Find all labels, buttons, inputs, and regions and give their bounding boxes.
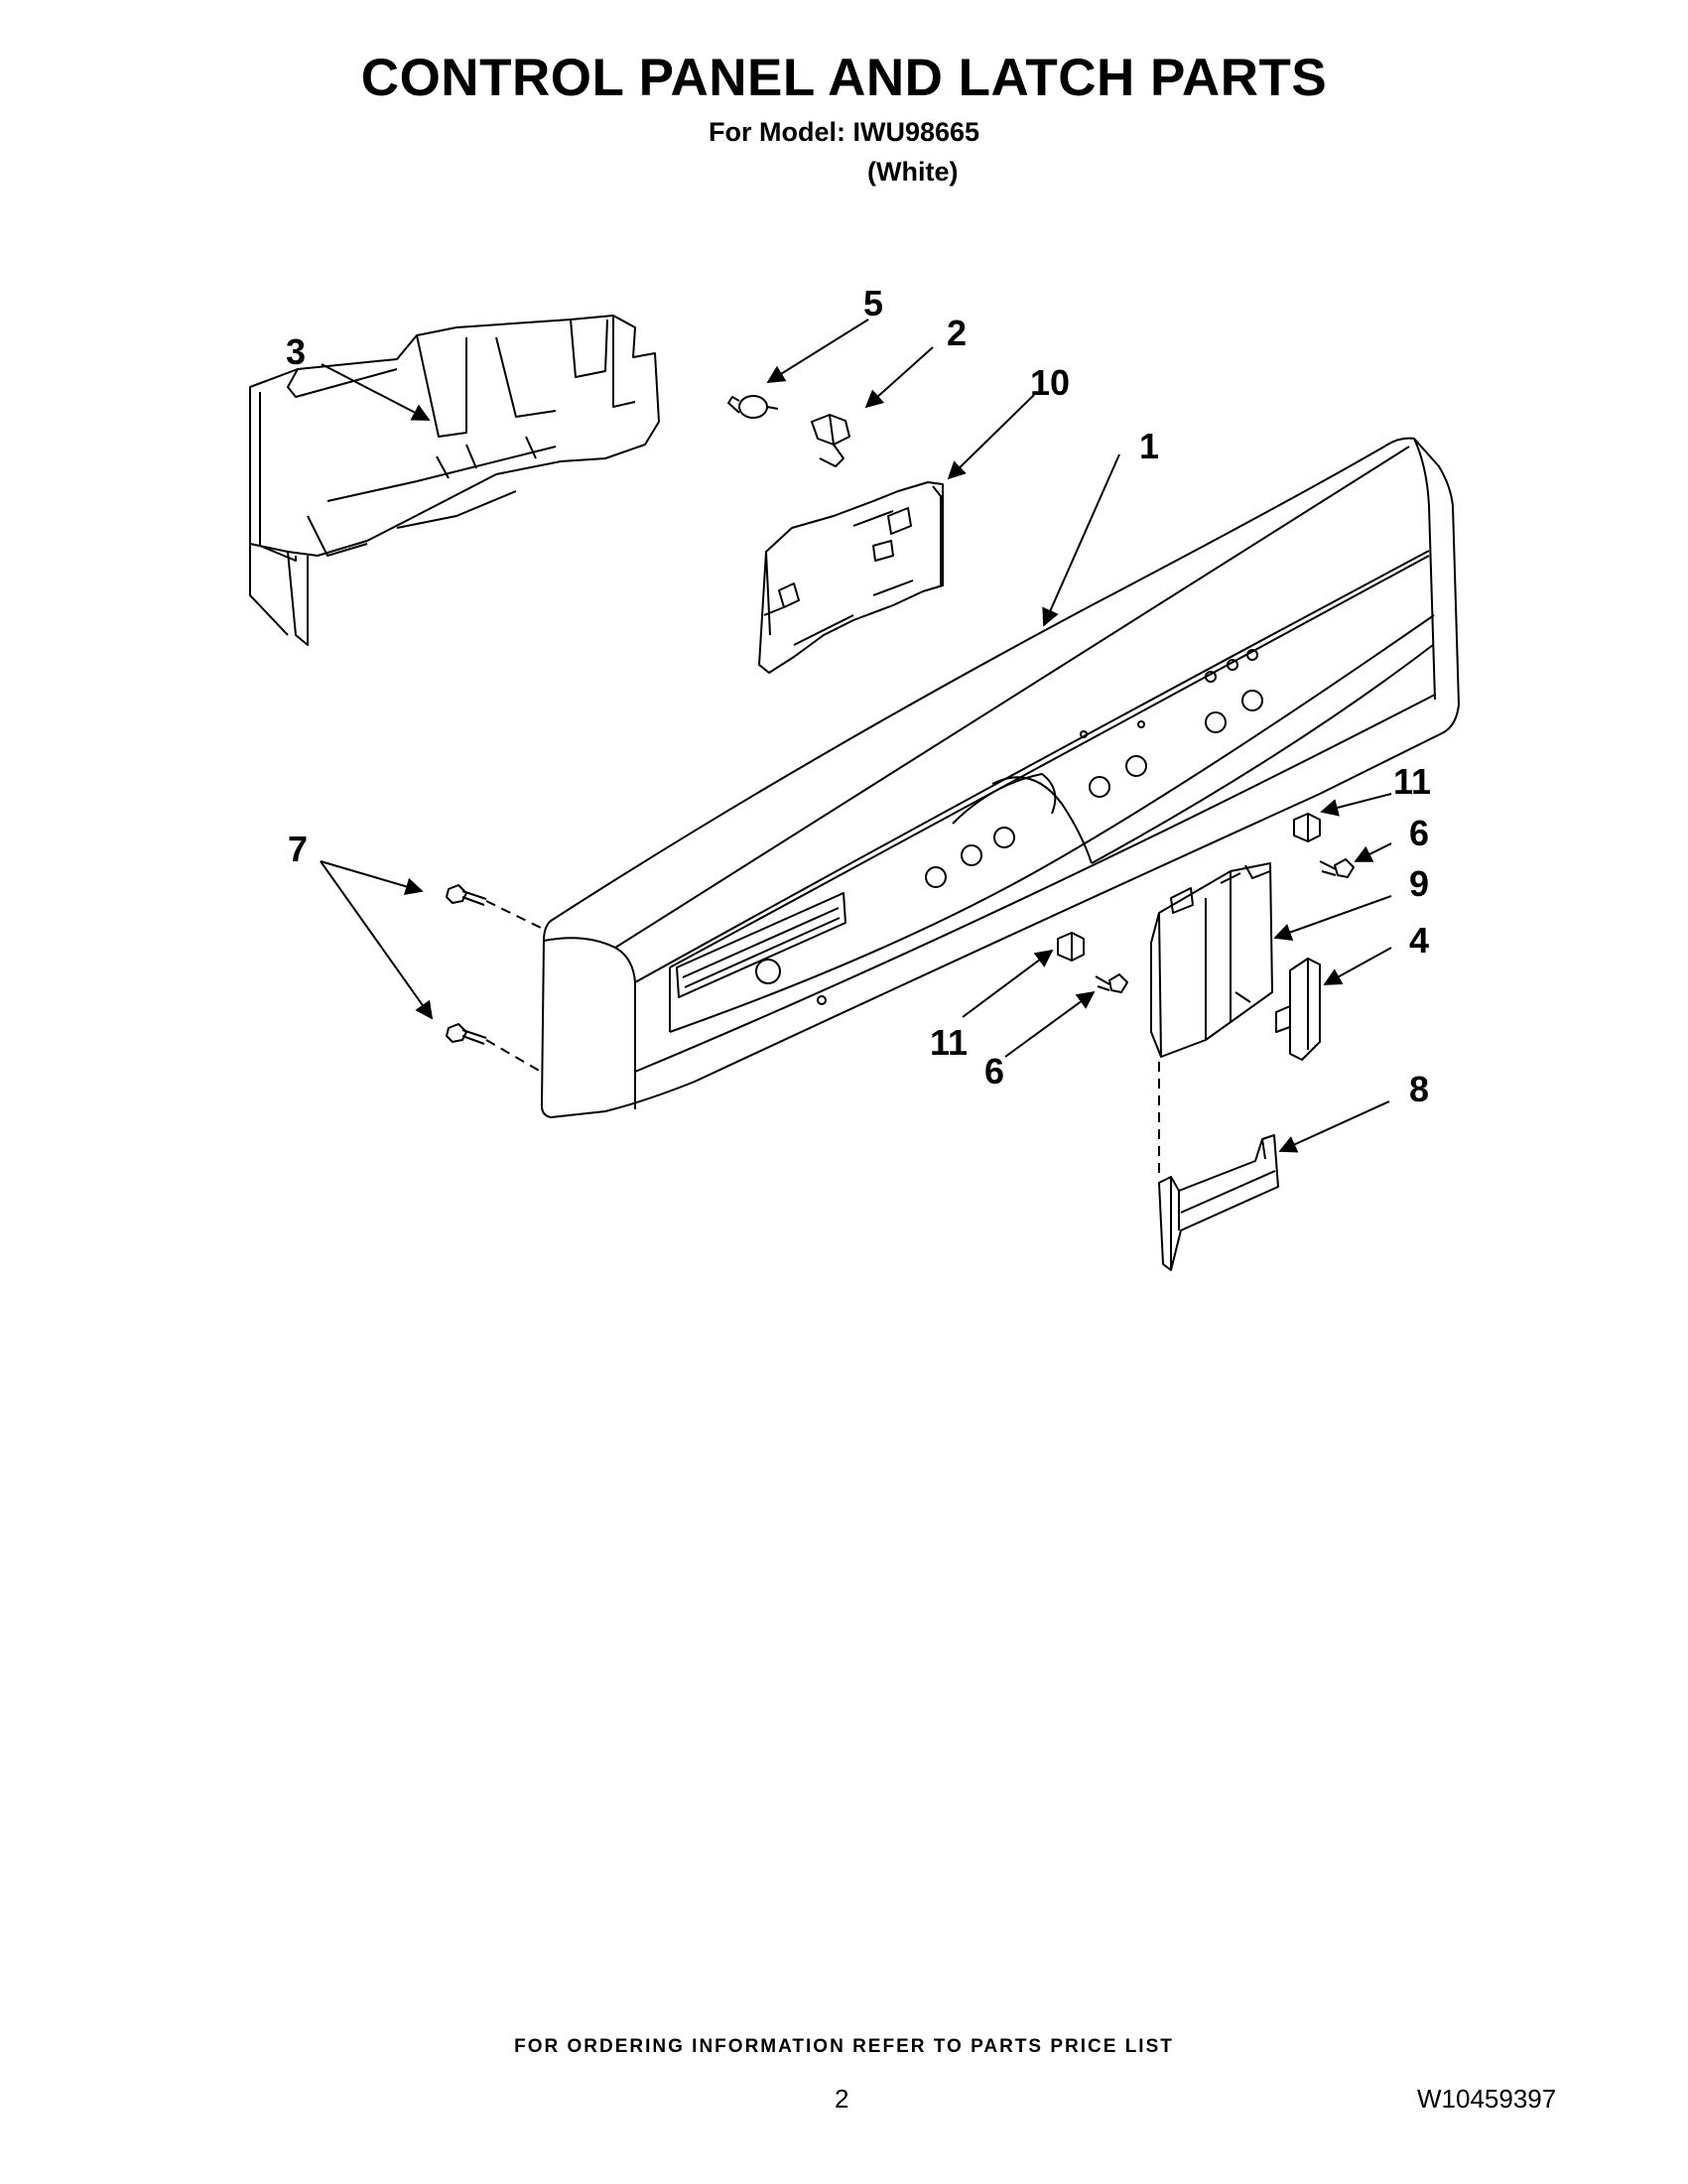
callout-6-screw-lower: 6 bbox=[984, 1051, 1004, 1092]
latch-handle-part bbox=[1158, 1134, 1279, 1271]
switch-holder-part bbox=[811, 414, 850, 467]
control-board-part bbox=[758, 481, 944, 674]
callout-7-screws: 7 bbox=[288, 829, 308, 869]
left-screws-part bbox=[446, 884, 487, 1045]
latch-assembly-part bbox=[1150, 862, 1273, 1058]
clip-upper-part bbox=[1293, 813, 1321, 842]
callout-2-switch-holder: 2 bbox=[947, 313, 967, 353]
clip-lower-part bbox=[1057, 932, 1085, 962]
leader-arrows bbox=[320, 319, 1392, 1153]
screw-lower-part bbox=[1095, 973, 1128, 993]
panel-bracket-part bbox=[249, 315, 660, 646]
screw-guide-lines bbox=[485, 900, 1160, 1176]
callout-9-latch-assembly: 9 bbox=[1409, 863, 1429, 904]
callout-4-latch-keeper: 4 bbox=[1409, 920, 1429, 961]
page-number: 2 bbox=[835, 2084, 849, 2114]
screw-upper-part bbox=[1319, 858, 1355, 878]
page-title: CONTROL PANEL AND LATCH PARTS bbox=[360, 49, 1328, 107]
callout-8-latch-handle: 8 bbox=[1409, 1069, 1429, 1109]
latch-keeper-part bbox=[1275, 958, 1321, 1061]
document-number: W10459397 bbox=[1417, 2084, 1557, 2114]
callout-11-clip-upper: 11 bbox=[1393, 761, 1431, 802]
model-line: For Model: IWU98665 bbox=[709, 117, 980, 147]
control-panel-part bbox=[540, 437, 1460, 1118]
thermostat-part bbox=[727, 395, 779, 419]
callout-3-panel-bracket: 3 bbox=[286, 331, 306, 372]
callout-5-thermostat: 5 bbox=[863, 283, 883, 323]
callout-11-clip-lower: 11 bbox=[930, 1022, 968, 1063]
ordering-note: FOR ORDERING INFORMATION REFER TO PARTS … bbox=[514, 2036, 1174, 2057]
callout-6-screw-upper: 6 bbox=[1409, 813, 1429, 853]
model-variant: (White) bbox=[867, 157, 959, 187]
callout-1-panel: 1 bbox=[1139, 426, 1159, 466]
callout-10-control-board: 10 bbox=[1030, 362, 1070, 403]
